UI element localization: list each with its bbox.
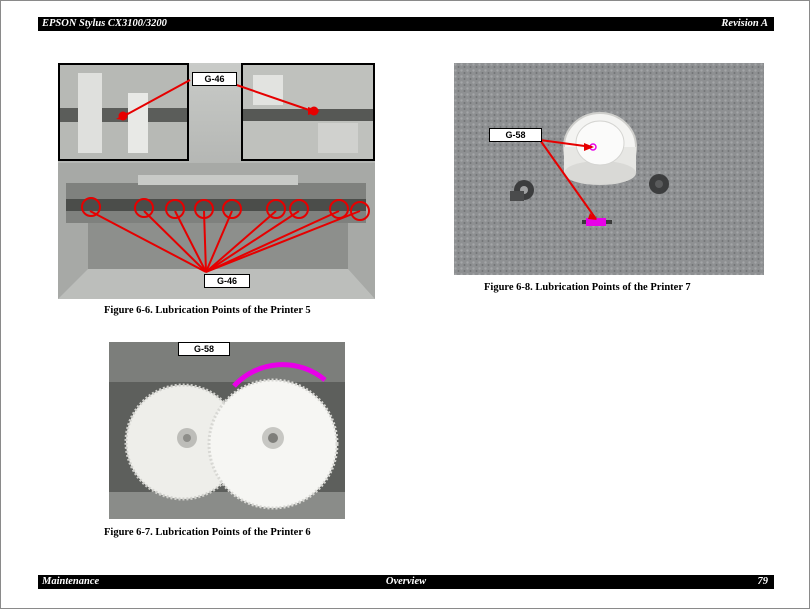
figure-6-8-image [454,63,764,275]
figure-6-6-image [58,63,375,299]
page-header: EPSON Stylus CX3100/3200 Revision A [38,17,774,31]
page-footer: Maintenance Overview 79 [38,575,774,589]
figure-6-6-photo: G-46 G-46 [58,63,375,299]
figure-6-8-photo: G-58 [454,63,764,275]
figure-6-8-caption: Figure 6-8. Lubrication Points of the Pr… [484,282,691,293]
figure-6-7-photo: G-58 [109,342,345,519]
figure-6-7-caption: Figure 6-7. Lubrication Points of the Pr… [104,527,311,538]
callout-label-g46-top: G-46 [192,72,237,86]
section-label: Maintenance [42,576,100,587]
callout-label-g46-bottom: G-46 [204,274,250,288]
callout-label-g58-fig68: G-58 [489,128,542,142]
figure-6-6-caption: Figure 6-6. Lubrication Points of the Pr… [104,305,311,316]
document-title: EPSON Stylus CX3100/3200 [42,18,167,29]
page-number: 79 [757,576,769,587]
revision-label: Revision A [721,18,768,29]
figure-6-7-image [109,342,345,519]
callout-label-g58-fig67: G-58 [178,342,230,356]
subsection-label: Overview [385,576,427,587]
